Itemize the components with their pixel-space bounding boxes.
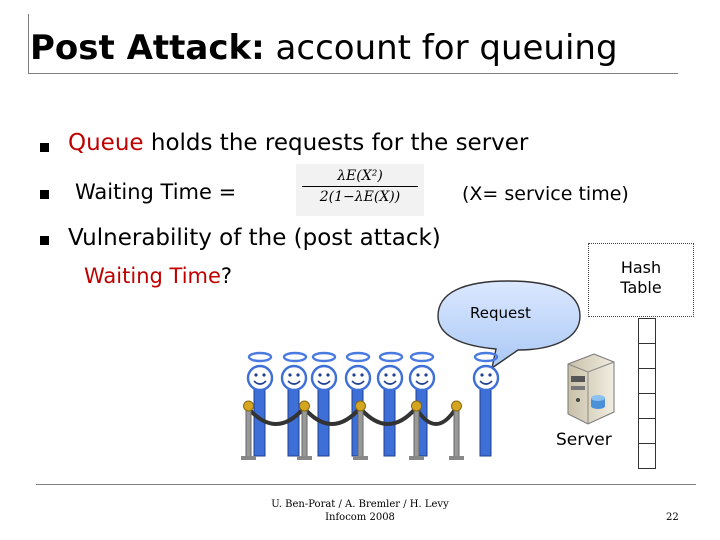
title-rest: account for queuing [264,28,618,68]
hash-cell [638,318,656,344]
stanchion-posts [241,400,464,460]
hash-cell [638,419,656,444]
hash-table-label-2: Table [620,278,662,297]
formula-fraction-bar [302,186,418,187]
service-time-note: (X= service time) [462,183,629,205]
bullet-1: Queue holds the requests for the server [68,129,528,157]
waiting-time-red: Waiting Time [84,264,221,288]
title-left-rule [28,14,29,74]
halo-icons [247,351,435,363]
bullet-3-line2: Waiting Time? [84,262,232,290]
hash-table-cells [638,318,656,469]
bullet-marker-1 [40,143,49,152]
person-bodies [253,379,428,457]
bullet-marker-2 [40,190,49,199]
server-icon [567,353,615,425]
hash-cell [638,394,656,419]
hash-cell [638,444,656,469]
hash-table-label-1: Hash [620,258,662,277]
waiting-time-question: ? [220,264,233,288]
bullet-1-text: holds the requests for the server [143,130,529,156]
request-bubble-text: Request [470,304,531,322]
smiley-face-icons [246,364,436,392]
request-bubble [437,280,581,370]
hash-cell [638,344,656,369]
hash-table-box: Hash Table [588,243,694,317]
footer-venue: Infocom 2008 [325,512,395,523]
queue-illustration [241,351,464,460]
requesting-person [472,351,500,457]
footer-authors: U. Ben-Porat / A. Bremler / H. Levy [271,499,449,510]
server-label: Server [556,430,612,450]
hash-cell [638,369,656,394]
bullet-3-text: Vulnerability of the (post attack) [68,225,441,251]
bullet-2-text: Waiting Time = [75,180,237,204]
footer-credits: U. Ben-Porat / A. Bremler / H. Levy Info… [240,498,480,524]
formula-numerator: λE(X²) [337,168,383,184]
slide-title: Post Attack: account for queuing [30,28,618,68]
page-number: 22 [666,512,679,523]
smiley-mouths [253,380,429,385]
title-bold: Post Attack: [30,28,265,68]
footer-rule [36,484,696,485]
title-underline [28,73,678,74]
waiting-time-formula: λE(X²) 2(1−λE(X)) [296,164,424,216]
bullet-1-keyword: Queue [68,130,144,156]
smiley-eyes [254,373,428,377]
bullet-marker-3 [40,236,49,245]
formula-denominator: 2(1−λE(X)) [319,189,401,205]
